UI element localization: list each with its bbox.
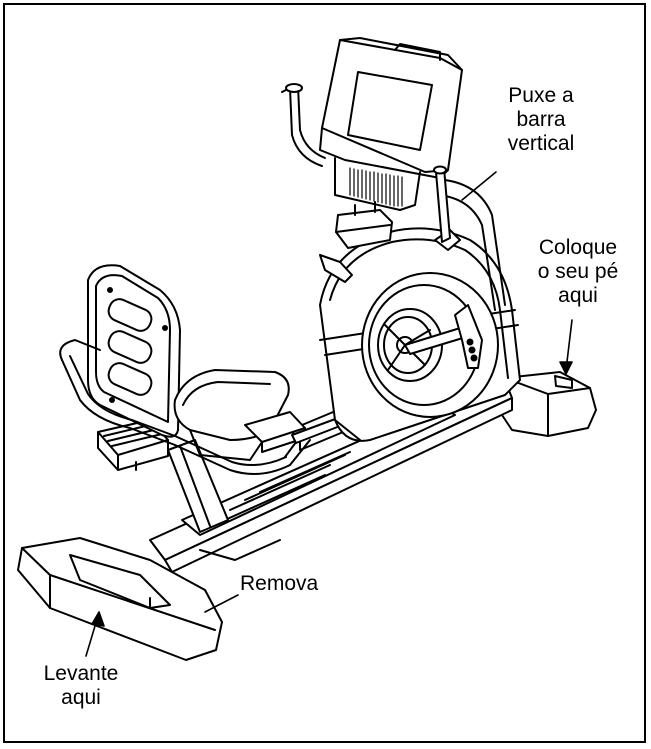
seat-back — [87, 264, 181, 438]
console — [319, 37, 463, 211]
label-pull-bar-line2: barra — [516, 108, 566, 131]
label-place-foot-line3: aqui — [558, 284, 598, 307]
seat-post — [167, 439, 229, 533]
leader-lift-here-arrow — [91, 611, 105, 627]
right-crank — [404, 304, 483, 369]
label-pull-bar-line3: vertical — [507, 132, 575, 155]
label-pull-bar-line1: Puxe a — [508, 84, 574, 107]
label-lift-here-line2: aqui — [61, 686, 101, 709]
leader-remove — [204, 594, 239, 613]
seat-slider — [244, 411, 341, 453]
callout-leaders — [85, 171, 573, 657]
front-stabilizer — [499, 371, 597, 437]
label-lift-here-line1: Levante — [43, 662, 119, 685]
label-remove: Remova — [240, 572, 344, 596]
front-handlebars — [281, 83, 451, 283]
label-place-foot-line2: o seu pé — [537, 260, 619, 283]
label-place-foot: Coloque o seu pé aqui — [526, 236, 630, 308]
leader-place-foot-arrow — [559, 361, 573, 375]
label-remove-text: Remova — [240, 572, 319, 595]
bottle-holder — [335, 201, 393, 249]
leader-pull-bar — [461, 171, 497, 201]
label-lift-here: Levante aqui — [26, 662, 136, 710]
label-pull-bar: Puxe a barra vertical — [485, 84, 597, 156]
console-fan-grille — [349, 167, 403, 207]
flywheel-housing — [319, 227, 521, 442]
label-place-foot-line1: Coloque — [538, 236, 618, 259]
seat-handlebar — [59, 339, 311, 475]
rear-stabilizer — [17, 537, 223, 661]
